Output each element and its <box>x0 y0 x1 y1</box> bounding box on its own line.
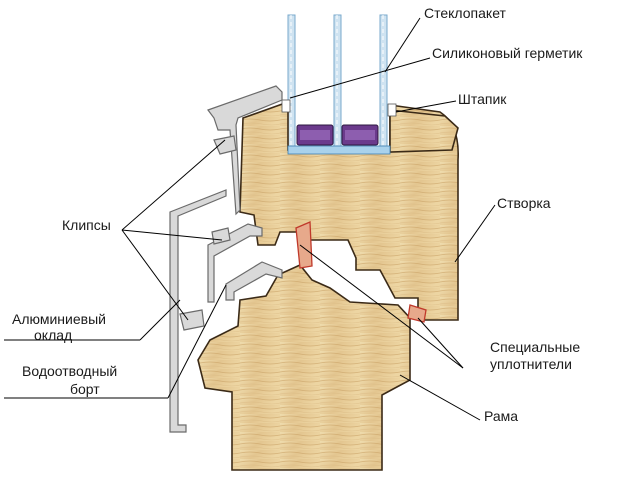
label-drain-line2: борт <box>70 381 100 397</box>
spacer-bars <box>287 124 391 155</box>
label-aluminum-line2: оклад <box>34 327 72 343</box>
silicone-sealant-right <box>387 103 397 117</box>
label-drain-line1: Водоотводный <box>22 363 117 379</box>
drain-board <box>207 223 263 303</box>
leader-lines <box>4 17 496 421</box>
label-silicone-sealant: Силиконовый герметик <box>432 45 583 61</box>
clips <box>179 135 237 331</box>
label-aluminum-line1: Алюминиевый <box>12 311 106 327</box>
label-frame: Рама <box>484 408 518 424</box>
aluminum-cladding-lower <box>169 189 227 433</box>
label-seals-line1: Специальные <box>490 339 580 355</box>
special-seals <box>295 221 427 323</box>
silicone-sealant <box>281 99 291 113</box>
label-sash: Створка <box>497 195 551 211</box>
drain-board-lower <box>225 261 283 301</box>
glazing-bead <box>389 109 459 153</box>
sash-profile <box>239 100 459 321</box>
label-glazing-bead: Штапик <box>458 91 507 107</box>
aluminum-cladding <box>207 85 283 216</box>
label-glass-unit: Стеклопакет <box>424 5 507 21</box>
label-clips: Клипсы <box>62 217 111 233</box>
label-seals-line2: уплотнители <box>490 356 572 372</box>
